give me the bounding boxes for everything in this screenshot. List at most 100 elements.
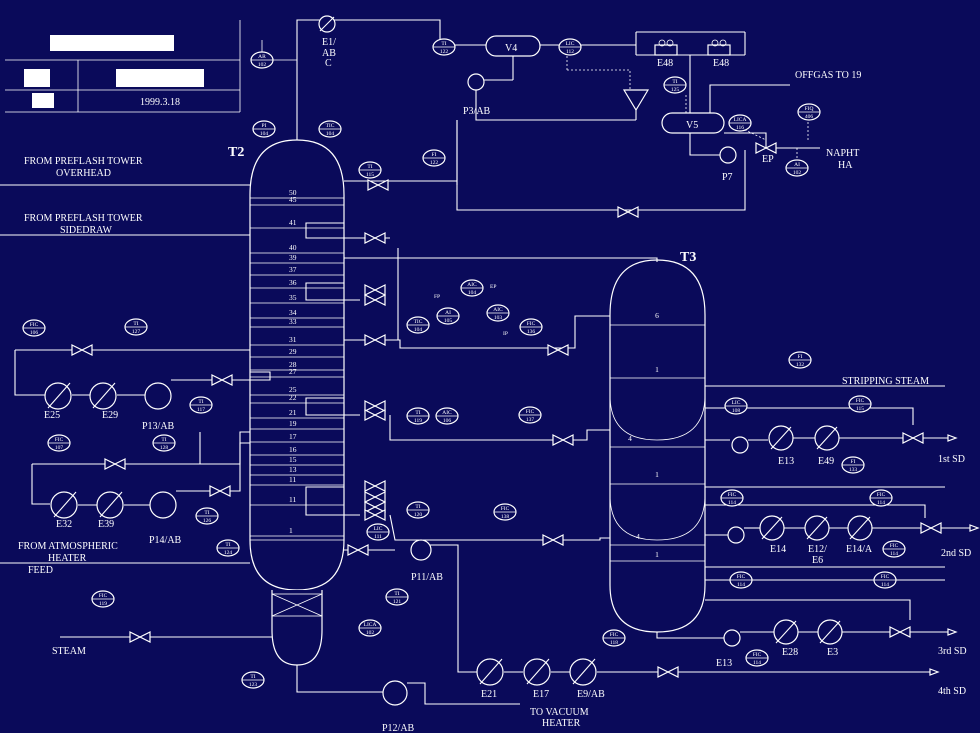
control-valve <box>764 142 777 154</box>
control-valve <box>666 666 679 678</box>
control-valve <box>902 432 915 444</box>
instrument-tag: FIC <box>890 543 899 549</box>
control-valve <box>373 284 386 296</box>
instrument-number: 122 <box>430 160 439 166</box>
instrument-tag: TI <box>198 399 203 405</box>
control-valve <box>364 409 377 421</box>
e21-label: E21 <box>481 689 497 700</box>
instrument-tag: FIQ <box>805 106 814 112</box>
t2-stripper <box>271 590 323 666</box>
t2-tray-number: 35 <box>289 293 297 302</box>
instrument-number: 136 <box>527 329 536 335</box>
e49-label: E49 <box>818 456 834 467</box>
instrument-number: 138 <box>501 514 510 520</box>
control-valve <box>364 491 377 503</box>
arrow-1st-sd <box>947 434 958 442</box>
arrow-4th-sd <box>929 668 940 676</box>
control-valve <box>211 374 224 386</box>
arrow-2nd-sd <box>969 524 980 532</box>
pumparound-1: E25 E29 P13/AB <box>14 349 271 432</box>
e13b-label: E13 <box>716 658 732 669</box>
instrument-fiq406: FIQ 406 <box>797 103 821 121</box>
instrument-tag: LICA <box>734 117 747 123</box>
t2-tray-number: 11 <box>289 475 296 484</box>
control-valve <box>626 206 639 218</box>
instrument-tag: FIC <box>55 437 64 443</box>
drawing-date: 1999.3.18 <box>140 97 180 108</box>
instrument-tag: LICA <box>364 622 377 628</box>
instrument-tag: TI <box>672 79 677 85</box>
pump-2nd-sd <box>727 526 745 544</box>
control-valve <box>373 480 386 492</box>
instrument-tag: FIC <box>753 652 762 658</box>
instrument-number: 105 <box>444 318 453 324</box>
instrument-tag: AIC <box>493 307 503 313</box>
t2-tray-number: 15 <box>289 455 297 464</box>
instrument-number: 106 <box>30 330 39 336</box>
instrument-tag: AR <box>258 54 266 60</box>
instrument-tag: FIC <box>527 321 536 327</box>
instrument-tag: TI <box>415 410 420 416</box>
control-valve <box>364 480 377 492</box>
value-redaction <box>116 69 204 87</box>
t2-tray-number: 11 <box>289 495 296 504</box>
instrument-tag: AIC <box>467 282 477 288</box>
stripping-steam-label: STRIPPING STEAM <box>842 376 929 387</box>
preflash-overhead-label-2: OVERHEAD <box>56 168 111 179</box>
control-valve <box>218 485 231 497</box>
instrument-tag: FIC <box>610 632 619 638</box>
sd3-label: 3rd SD <box>938 646 967 657</box>
instrument-number: 114 <box>753 660 761 666</box>
preflash-sidedraw-label-2: SIDEDRAW <box>60 225 113 236</box>
instrument-number: 115 <box>856 406 864 412</box>
column-t3-label: T3 <box>680 250 696 265</box>
instrument-number: 102 <box>793 170 802 176</box>
instrument-number: 127 <box>132 329 141 335</box>
instrument-tag: FIC <box>526 409 535 415</box>
control-valve <box>898 626 911 638</box>
p13-label: P13/AB <box>142 421 175 432</box>
t2-tray-number: 25 <box>289 385 297 394</box>
pump-1st-sd <box>731 436 749 454</box>
control-valve <box>71 344 84 356</box>
instrument-ti127: TI 127 <box>124 318 148 336</box>
instrument-number: 119 <box>414 418 422 424</box>
instrument-number: 104 <box>468 290 477 296</box>
instrument-number: 132 <box>796 362 805 368</box>
instrument-number: 104 <box>260 131 269 137</box>
e29-label: E29 <box>102 410 118 421</box>
instrument-number: 114 <box>890 551 898 557</box>
instrument-number: 406 <box>805 114 814 120</box>
instrument-tag: TI <box>133 321 138 327</box>
instrument-tag: TI <box>441 41 446 47</box>
instrument-number: 114 <box>737 582 745 588</box>
instrument-number: 125 <box>671 87 680 93</box>
naphtha-label-1: NAPHT <box>826 148 859 159</box>
naphtha-label-2: HA <box>838 160 853 171</box>
pump-3rd-sd <box>723 629 741 647</box>
instrument-tag: TI <box>250 674 255 680</box>
control-valve <box>367 179 380 191</box>
t2-tray-number: 41 <box>289 218 297 227</box>
t2-tray-number: 50 <box>289 188 297 197</box>
t2-tray-number: 40 <box>289 243 297 252</box>
p13-pump <box>144 382 172 410</box>
